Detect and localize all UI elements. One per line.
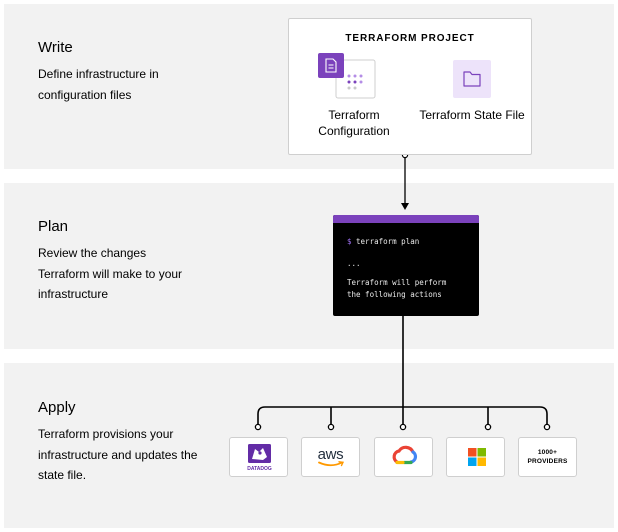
connector-node — [484, 423, 492, 431]
terminal-title-bar — [333, 215, 479, 223]
terminal-command-line: $ terraform plan — [347, 237, 419, 246]
terraform-plan-terminal: $ terraform plan ... Terraform will perf… — [333, 215, 479, 316]
state-file-folder-icon — [453, 60, 491, 98]
more-providers-card: 1000+ PROVIDERS — [518, 437, 577, 477]
write-stage-description: Define infrastructure in configuration f… — [38, 67, 159, 102]
terminal-ellipsis: ... — [347, 259, 361, 268]
aws-smile-icon — [317, 461, 344, 467]
terminal-output-line: Terraform will perform — [347, 278, 447, 287]
connector-node — [254, 423, 262, 431]
terminal-output-line: the following actions — [347, 290, 442, 299]
datadog-logo-icon: DATADOG — [247, 444, 272, 472]
datadog-provider-card: DATADOG — [229, 437, 288, 477]
terraform-state-file-label: Terraform State File — [419, 108, 525, 122]
connector-node — [399, 423, 407, 431]
apply-stage-description: Terraform provisions your infrastructure… — [38, 427, 198, 482]
terminal-command: terraform plan — [356, 237, 420, 246]
terraform-configuration-label: Terraform Configuration — [318, 108, 390, 138]
connector-node — [327, 423, 335, 431]
connector-node — [543, 423, 551, 431]
datadog-logo-text: DATADOG — [247, 466, 272, 472]
plan-stage-panel — [4, 183, 614, 349]
project-title: TERRAFORM PROJECT — [345, 33, 475, 44]
arrowhead-down-icon — [401, 203, 409, 210]
terminal-prompt: $ — [347, 237, 352, 246]
plan-stage-description: Review the changes Terraform will make t… — [38, 246, 183, 301]
provider-branch-line — [257, 406, 548, 425]
aws-logo-text: aws — [317, 446, 344, 463]
apply-stage-title: Apply — [38, 399, 76, 416]
providers-count: 1000+ — [537, 449, 558, 456]
aws-provider-card: aws — [301, 437, 360, 477]
providers-word: PROVIDERS — [527, 458, 568, 465]
microsoft-logo-icon — [468, 448, 486, 466]
write-stage-title: Write — [38, 39, 73, 56]
google-cloud-provider-card — [374, 437, 433, 477]
terraform-project-card: TERRAFORM PROJECT Terraform Configuratio… — [288, 18, 532, 155]
microsoft-provider-card — [446, 437, 505, 477]
project-file-icons — [318, 53, 491, 99]
more-providers-label: 1000+ PROVIDERS — [527, 448, 567, 466]
google-cloud-logo-icon — [392, 445, 418, 465]
plan-stage-title: Plan — [38, 218, 69, 235]
configuration-file-icon — [318, 53, 376, 99]
